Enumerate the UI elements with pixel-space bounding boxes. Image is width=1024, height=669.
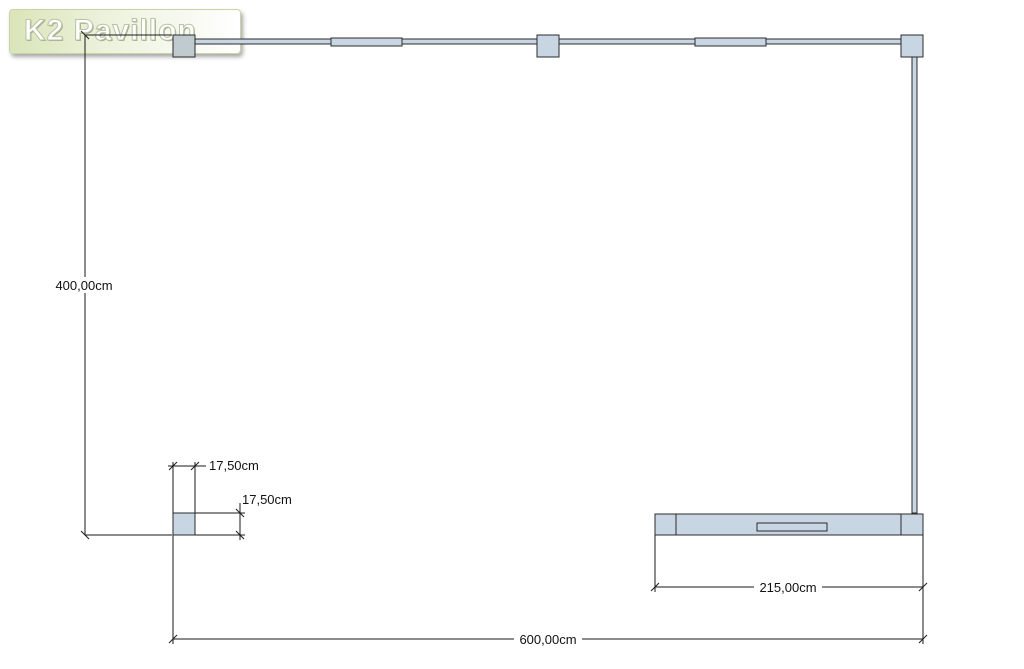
dimension-post-width-label: 17,50cm	[209, 458, 259, 473]
back-wall-window-right	[694, 37, 767, 47]
dimension-post-width-tick-right	[190, 461, 200, 471]
dimension-post-width-tick-left	[168, 461, 178, 471]
post-top-middle	[536, 34, 560, 58]
dimension-depth-label-bg	[52, 277, 118, 293]
back-wall-window-left	[330, 37, 403, 47]
dimension-post-depth-tick-bottom	[235, 530, 245, 540]
dimension-depth-tick-bottom	[80, 530, 90, 540]
post-top-right	[900, 34, 924, 58]
dimension-width-tick-right	[918, 634, 928, 644]
post-bottom-left	[172, 512, 196, 536]
front-door-element	[654, 513, 924, 536]
right-wall-rail	[911, 56, 918, 514]
logo-text: K2 Pavillon	[24, 14, 197, 48]
dimension-door-label: 215,00cm	[759, 580, 816, 595]
dimension-post-depth-tick-top	[235, 508, 245, 518]
dimension-width-label-bg	[514, 632, 582, 647]
dimension-depth-label: 400,00cm	[55, 278, 112, 293]
post-top-left	[172, 34, 196, 58]
dimension-door-label-bg	[754, 580, 822, 595]
dimension-post-width	[168, 461, 206, 513]
front-door-handle	[756, 522, 828, 532]
dimension-door-tick-left	[650, 582, 660, 592]
dimension-post-depth	[195, 503, 245, 540]
logo-badge: K2 Pavillon	[9, 9, 241, 54]
dimension-post-depth-label: 17,50cm	[242, 492, 292, 507]
dimension-width-label: 600,00cm	[519, 632, 576, 647]
dimension-depth-tick-top	[80, 30, 90, 40]
dimension-width-tick-left	[168, 634, 178, 644]
dimension-door-tick-right	[918, 582, 928, 592]
right-wall	[911, 56, 918, 514]
posts	[172, 34, 924, 536]
